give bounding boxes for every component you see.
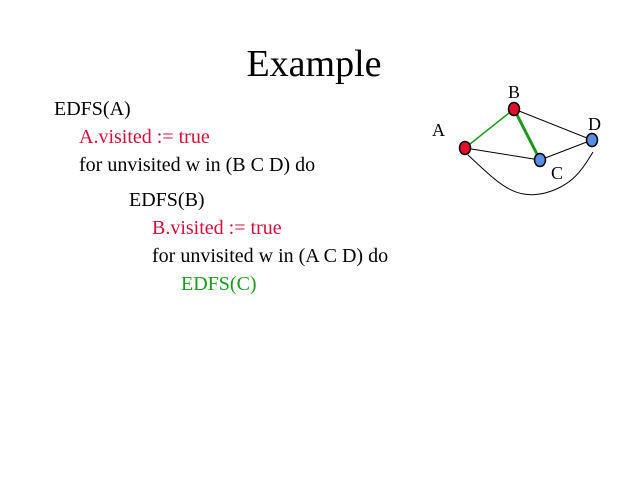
node-a (458, 140, 472, 156)
edge-a-c (464, 147, 541, 161)
code-line-for-b: for unvisited w in (A C D) do (152, 245, 389, 267)
node-c (533, 152, 547, 168)
node-label-a: A (432, 120, 445, 140)
edge-a-d (467, 151, 594, 196)
node-d (585, 132, 599, 148)
node-label-d: D (588, 114, 601, 134)
code-line-edfs-b: EDFS(B) (129, 189, 205, 211)
code-line-a-visited: A.visited := true (79, 126, 210, 148)
code-line-edfs-c: EDFS(C) (181, 273, 257, 295)
code-line-edfs-a: EDFS(A) (54, 98, 131, 120)
edge-a-b (464, 108, 515, 149)
node-label-c: C (551, 163, 564, 183)
slide-title: Example (246, 43, 382, 85)
node-label-b: B (508, 82, 521, 102)
node-b (507, 101, 521, 117)
edge-c-d (539, 139, 593, 161)
code-line-for-a: for unvisited w in (B C D) do (79, 154, 316, 176)
edge-b-d (513, 108, 593, 141)
code-line-b-visited: B.visited := true (152, 217, 282, 239)
edge-b-c (512, 108, 542, 161)
